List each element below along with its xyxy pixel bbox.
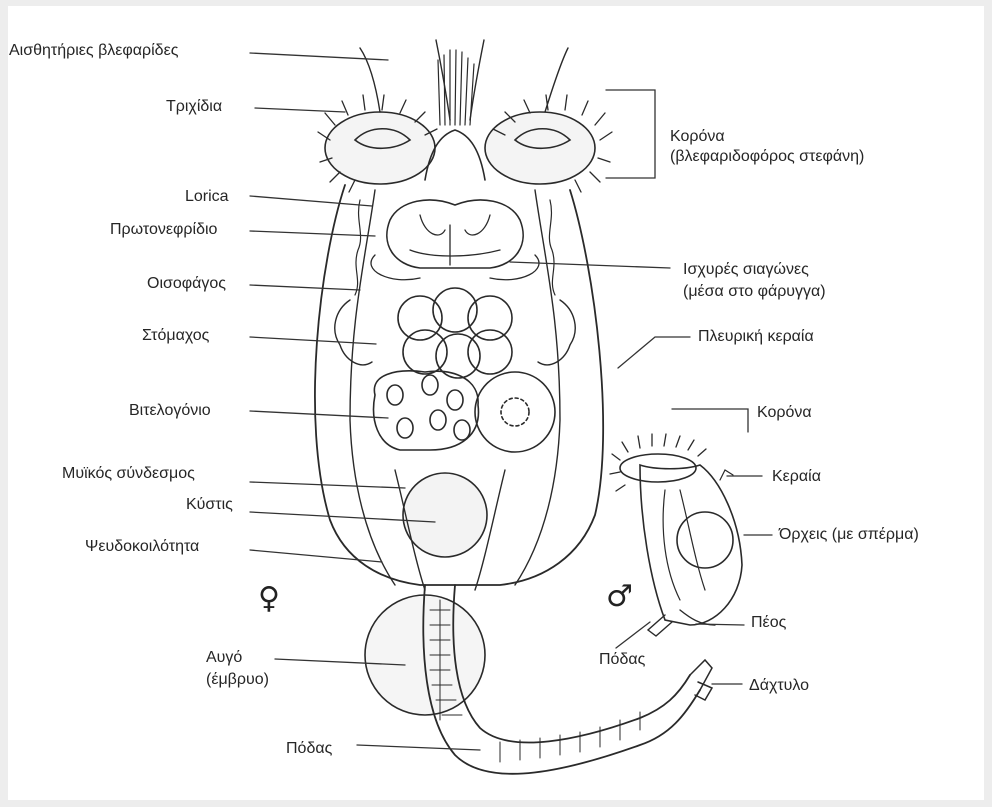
label-stomach: Στόμαχος xyxy=(142,326,209,346)
label-egg-sub: (έμβρυο) xyxy=(206,670,269,690)
toe xyxy=(690,660,712,700)
penis xyxy=(680,610,715,625)
label-male-antenna: Κεραία xyxy=(772,467,821,487)
female-symbol: ♀ xyxy=(258,583,280,615)
label-testes: Όρχεις (με σπέρμα) xyxy=(779,525,919,545)
label-lateral-antenna: Πλευρική κεραία xyxy=(698,327,814,347)
apical-tuft xyxy=(438,50,474,125)
testes xyxy=(677,512,733,568)
label-trichidia: Τριχίδια xyxy=(166,97,222,117)
mastax xyxy=(387,200,523,268)
female-body xyxy=(315,40,612,590)
label-esophagus: Οισοφάγος xyxy=(147,274,226,294)
label-corona-sub: (βλεφαριδοφόρος στεφάνη) xyxy=(670,147,864,167)
label-male-foot: Πόδας xyxy=(599,650,645,670)
label-sensory-cilia: Αισθητήριες βλεφαρίδες xyxy=(9,41,178,61)
stomach xyxy=(398,288,512,378)
label-male-corona: Κορόνα xyxy=(757,403,812,423)
label-foot: Πόδας xyxy=(286,739,332,759)
label-lorica: Lorica xyxy=(185,187,229,207)
label-vitellarium: Βιτελογόνιο xyxy=(129,401,211,421)
label-jaws-sub: (μέσα στο φάρυγγα) xyxy=(683,282,826,302)
bladder xyxy=(403,473,487,557)
male-foot xyxy=(648,615,672,636)
label-pseudocoel: Ψευδοκοιλότητα xyxy=(85,537,199,557)
label-egg: Αυγό xyxy=(206,648,242,668)
label-bladder: Κύστις xyxy=(186,495,233,515)
label-muscle-band: Μυϊκός σύνδεσμος xyxy=(62,464,195,484)
vitellarium xyxy=(374,371,555,452)
sensory-cilia xyxy=(360,40,568,120)
male-symbol: ♂ xyxy=(606,581,633,613)
label-jaws: Ισχυρές σιαγώνες xyxy=(683,260,809,280)
label-protonephridium: Πρωτονεφρίδιο xyxy=(110,220,217,240)
label-penis: Πέος xyxy=(751,613,786,633)
label-toe: Δάχτυλο xyxy=(749,676,809,696)
label-corona: Κορόνα xyxy=(670,127,725,147)
